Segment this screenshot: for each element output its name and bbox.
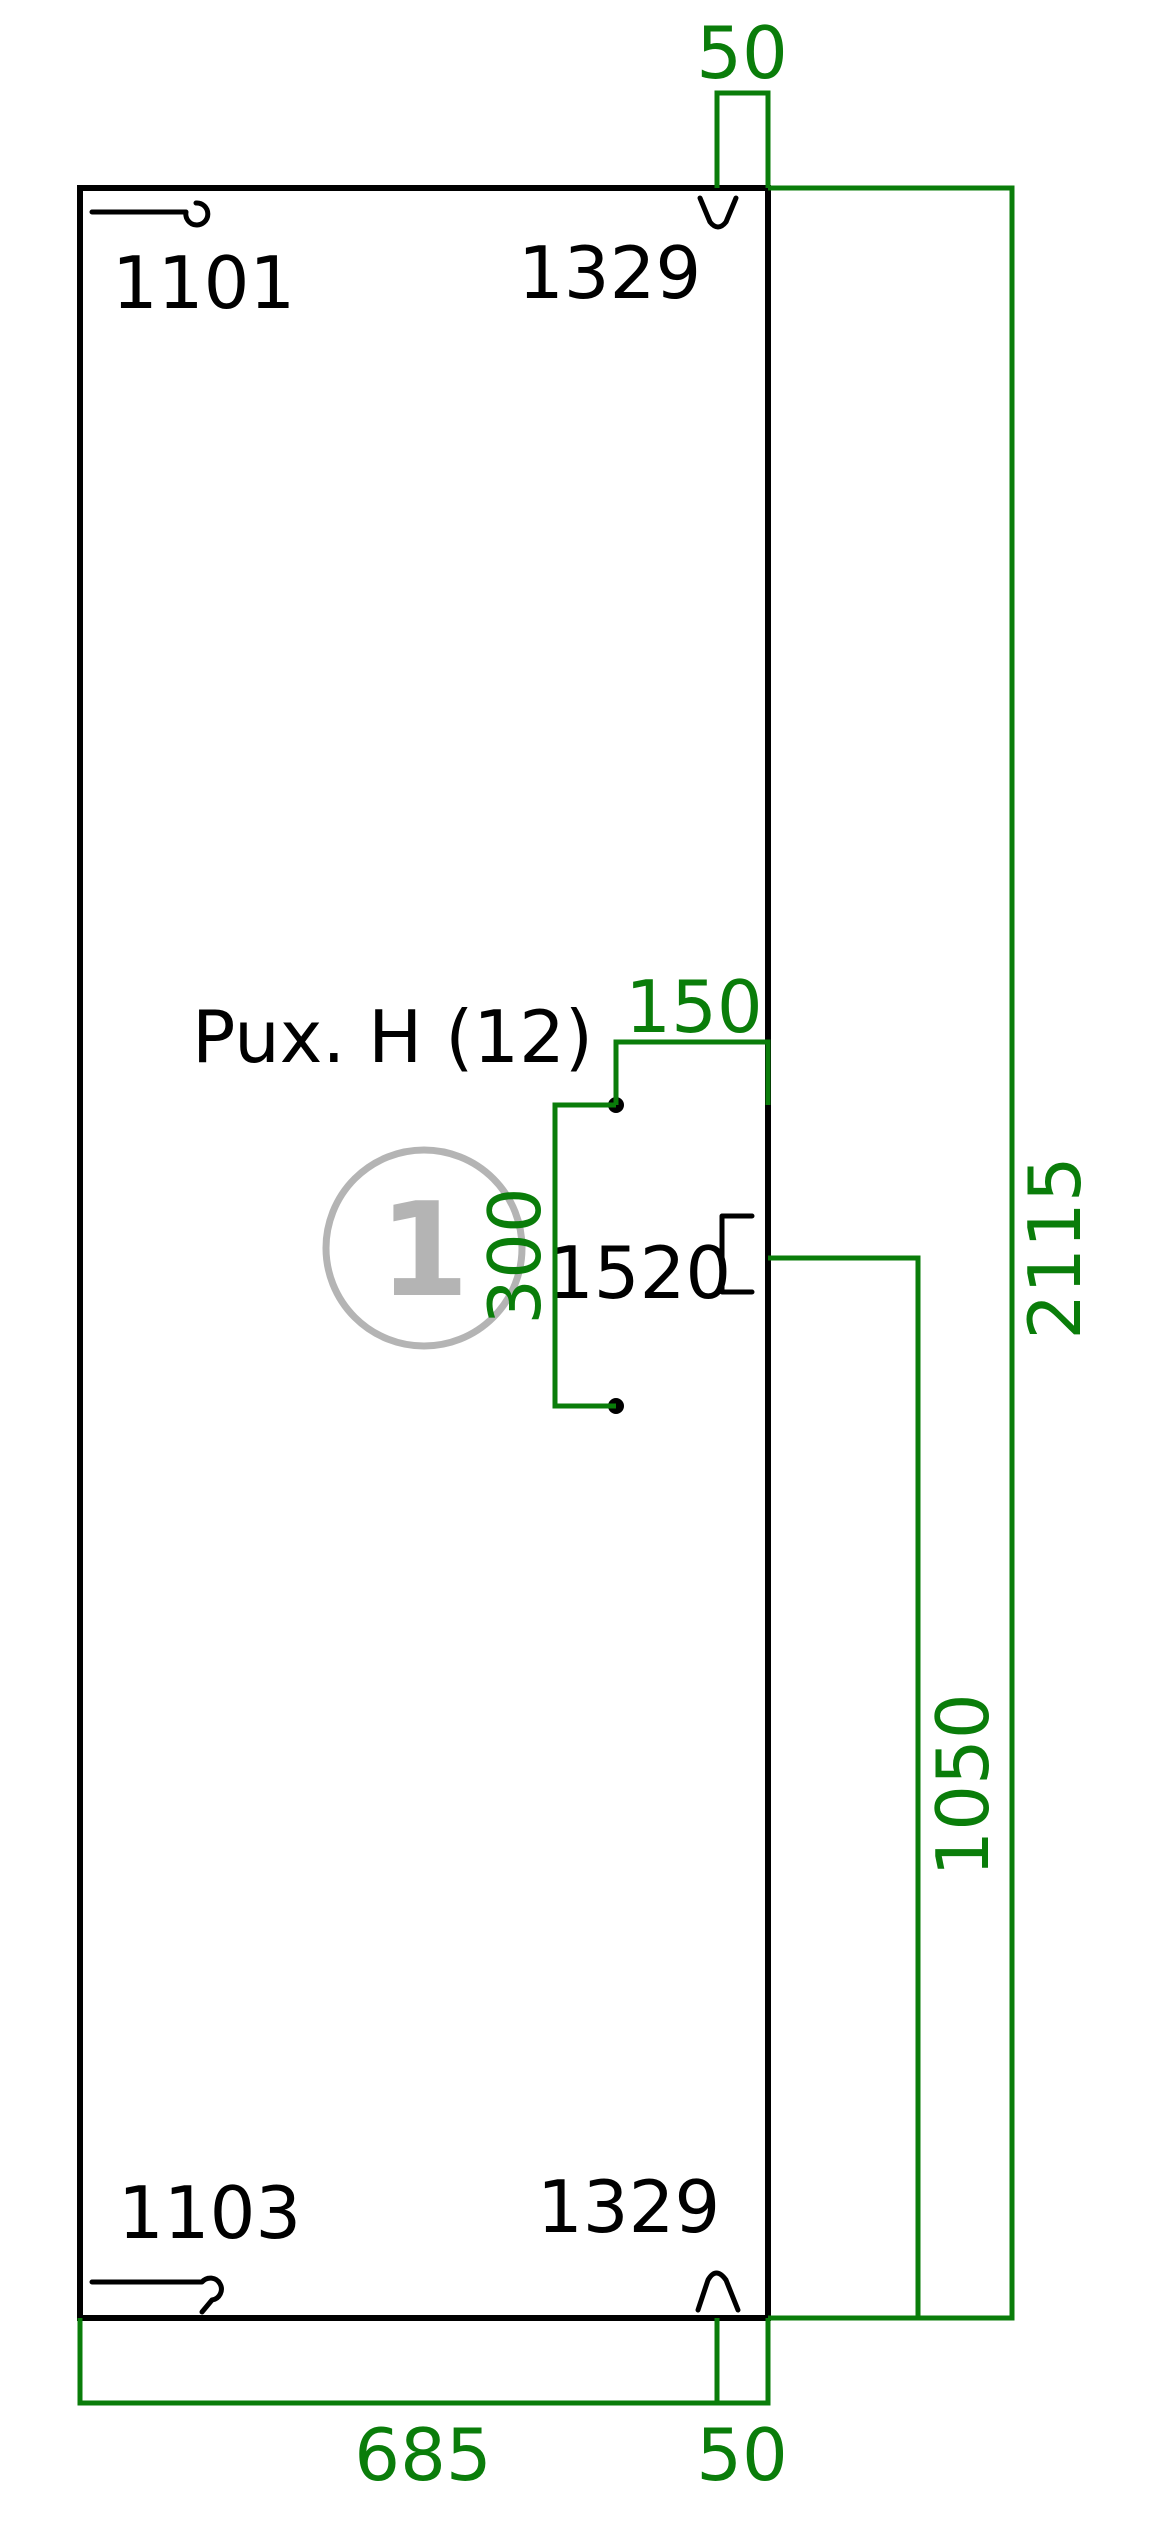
position-marker: 1	[322, 1146, 526, 1350]
position-marker-number: 1	[379, 1174, 469, 1326]
dimension-lock-height: 1050	[768, 1255, 1005, 2318]
lock-icon	[719, 1213, 755, 1295]
dimension-bottom-offset: 50	[696, 2318, 788, 2497]
dimension-lock-height-value: 1050	[921, 1693, 1005, 1876]
hinge-bottom-left-label: 1103	[118, 2171, 301, 2255]
dimension-height: 2115	[768, 185, 1097, 2321]
fitting-bottom-right-label: 1329	[537, 2165, 720, 2249]
position-marker-circle	[322, 1146, 526, 1350]
hinge-top-left-icon	[89, 200, 211, 228]
dimension-width-value: 685	[354, 2413, 491, 2497]
fitting-top-right-icon	[697, 195, 739, 230]
fitting-bottom-right-icon	[695, 2270, 741, 2313]
dimension-top-offset-value: 50	[696, 11, 788, 95]
dimension-handle-length: 300	[473, 1102, 616, 1409]
dimension-height-value: 2115	[1013, 1156, 1097, 1339]
dimension-handle-length-value: 300	[473, 1187, 557, 1324]
hinge-bottom-left-icon	[89, 2275, 224, 2315]
door-outline	[77, 185, 771, 2321]
lock-label: 1520	[548, 1231, 731, 1315]
dimension-handle-offset: 150	[613, 965, 771, 1105]
hinge-top-left-label: 1101	[112, 241, 295, 325]
dimension-bottom-offset-value: 50	[696, 2413, 788, 2497]
handle-label: Pux. H (12)	[192, 995, 593, 1079]
dimension-handle-offset-value: 150	[625, 965, 762, 1049]
dimension-width: 685	[77, 2318, 720, 2497]
dimension-top-offset: 50	[696, 11, 788, 188]
fitting-top-right-label: 1329	[518, 231, 701, 315]
